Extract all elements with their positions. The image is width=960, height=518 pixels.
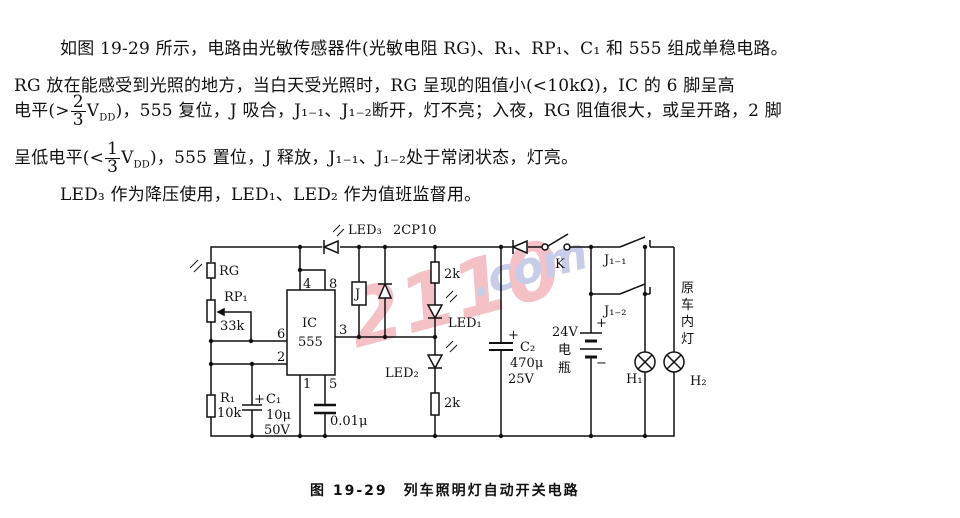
label-battery-voltage: 24V [552,325,579,340]
label-rp1-value: 33k [220,319,245,334]
label-battery: 电 [558,343,571,358]
denominator: 3 [107,157,119,177]
resistor-2k-top [430,261,440,284]
j11-contact [619,236,646,248]
label-h2: H₂ [690,374,707,389]
label-j12: J₁₋₂ [602,304,627,319]
text: 呈低电平(< [14,148,105,168]
label-c2-value: 470μ [510,356,543,371]
label-lamp: 灯 [681,332,694,347]
text-line-1: 如图 19-29 所示，电路由光敏传感器件(光敏电阻 RG)、R₁、RP₁、C₁… [60,39,788,59]
label-led2: LED₂ [385,366,419,381]
label-c1-value: 10μ [266,408,291,423]
label-led1: LED₁ [448,316,482,331]
label-r1: R₁ [220,391,235,406]
label-battery-minus: − [596,356,607,371]
label-rg: RG [219,264,239,279]
label-2cp10: 2CP10 [393,223,437,238]
label-lamp: 内 [681,314,694,330]
led3-diode [322,239,339,255]
label-r-bottom: 2k [444,396,460,411]
switch-k-lever [547,233,569,247]
ic-555-box [286,289,336,376]
lamp-h1-icon [634,351,656,373]
text-line-2: RG 放在能感受到光照的地方，当白天受光照时，RG 呈现的阻值小(<10kΩ)，… [14,76,735,96]
label-c1: C₁ [266,392,281,407]
label-battery-plus: + [596,316,607,331]
label-c2: C₂ [520,340,535,355]
led2-diode [426,354,444,370]
resistor-2k-bottom [430,392,440,416]
label-c2-voltage: 25V [508,372,535,387]
label-ic-model: 555 [298,335,323,350]
numerator: 2 [70,92,86,112]
junctions [208,244,648,439]
watermark-logo: 2110 .com [338,223,594,366]
label-led3: LED₃ [348,223,382,238]
label-battery: 瓶 [558,361,571,376]
text: V [86,101,100,121]
text: )，555 复位，J 吸合，J₁₋₁、J₁₋₂断开，灯不亮；入夜，RG 阻值很大… [115,101,782,121]
label-rp1: RP₁ [224,290,248,305]
diode-2cp10 [377,282,393,299]
light-arrows-icon [189,224,458,353]
label-pin5: 5 [329,377,337,392]
switch-k-contact [563,243,571,251]
denominator: 3 [72,110,84,130]
wires [210,246,675,437]
label-pin1: 1 [303,377,311,392]
label-pin3: 3 [339,323,347,338]
rg-resistor [206,262,216,279]
text: )，555 置位，J 释放，J₁₋₁、J₁₋₂处于常闭状态，灯亮。 [150,148,579,168]
switch-k-contact [541,243,549,251]
label-pin4: 4 [303,277,311,292]
r1-resistor [206,394,216,418]
label-pin6: 6 [277,327,285,342]
label-c1-voltage: 50V [264,423,291,438]
subscript: DD [133,159,151,171]
label-r-top: 2k [444,267,460,282]
lamp-h2-icon [663,351,685,373]
label-pin2: 2 [277,350,285,365]
label-ic: IC [302,316,317,331]
text: V [121,148,134,168]
label-lamp: 车 [681,297,694,313]
label-lamp: 原 [681,281,694,296]
components [206,233,685,418]
labels: RG RP₁ 33k R₁ 10k + C₁ 10μ 50V 4 8 6 2 3… [217,223,707,438]
numerator: 1 [105,139,121,159]
figure-caption: 图 19-29 列车照明灯自动开关电路 [310,483,580,499]
diode-series [511,239,528,255]
rp1-potentiometer [206,299,216,323]
subscript: DD [99,112,116,124]
relay-j [351,281,367,306]
label-switch-k: K [555,257,565,272]
j12-contact [619,283,646,295]
led1-diode [426,304,444,320]
label-pin8: 8 [329,277,337,292]
text-line-5: LED₃ 作为降压使用，LED₁、LED₂ 作为值班监督用。 [60,185,482,205]
label-c2-plus: + [508,328,519,343]
label-c1-plus: + [254,392,265,407]
wiper-arrow-icon [216,307,225,317]
label-r1-value: 10k [217,406,242,421]
label-j11: J₁₋₁ [602,253,627,268]
label-relay: J [353,287,360,302]
label-c5-value: 0.01μ [330,414,367,429]
label-h1: H₁ [626,372,643,387]
text: 电平(> [14,101,70,121]
